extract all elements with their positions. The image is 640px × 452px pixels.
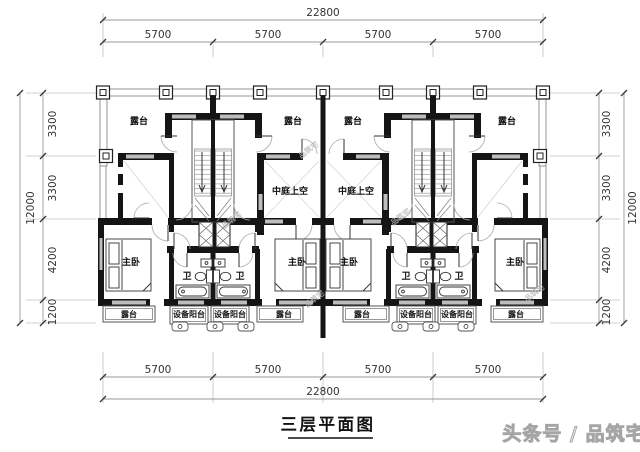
room-label-bath-4: 卫 (454, 271, 463, 282)
dim-right-seg-3: 4200 (601, 247, 613, 274)
room-label-bath-2: 卫 (235, 271, 244, 282)
room-label-terrace-bottom-1: 露台 (121, 309, 137, 319)
dim-left-seg-1: 3300 (47, 111, 59, 138)
room-label-terrace-top-3: 露台 (344, 115, 362, 127)
staircase-right (411, 119, 455, 223)
dim-bottom-total: 22800 (306, 386, 339, 398)
dim-right-seg-2: 3300 (601, 175, 613, 202)
room-label-master-4: 主卧 (506, 256, 524, 268)
room-label-terrace-bottom-2: 露台 (276, 309, 292, 319)
dim-bottom-seg-3: 5700 (365, 364, 392, 376)
dim-left-seg-4: 1200 (47, 299, 59, 326)
dim-top-seg-2: 5700 (255, 29, 282, 41)
room-label-bath-3: 卫 (401, 271, 410, 282)
ac-condenser-marks (171, 321, 475, 332)
dim-bottom-seg-2: 5700 (255, 364, 282, 376)
shaft-cross-hatch (198, 221, 448, 248)
room-label-atrium-2: 中庭上空 (338, 185, 374, 197)
balcony-railings (102, 305, 544, 325)
dim-left-total: 12000 (25, 191, 37, 224)
wall-openings (118, 167, 528, 306)
room-label-master-1: 主卧 (122, 256, 140, 268)
shaft-boxes (198, 221, 448, 248)
room-label-terrace-top-1: 露台 (130, 115, 148, 127)
drawing-title: 三层平面图 (281, 415, 376, 434)
room-label-bath-1: 卫 (182, 271, 191, 282)
dim-right-seg-1: 3300 (601, 111, 613, 138)
room-label-equip-balcony-3: 设备阳台 (400, 309, 432, 319)
dim-left-seg-3: 4200 (47, 247, 59, 274)
dim-left-seg-2: 3300 (47, 175, 59, 202)
window-fills (99, 114, 547, 305)
dim-top-total: 22800 (306, 7, 339, 19)
room-label-terrace-bottom-4: 露台 (508, 309, 524, 319)
room-label-terrace-top-2: 露台 (284, 115, 302, 127)
dim-top-seg-4: 5700 (475, 29, 502, 41)
room-label-master-2: 主卧 (288, 256, 306, 268)
room-label-atrium-1: 中庭上空 (272, 185, 308, 197)
room-label-equip-balcony-4: 设备阳台 (441, 309, 473, 319)
brand-watermark: 头条号 / 品筑宅 (502, 422, 640, 445)
room-label-terrace-top-4: 露台 (498, 115, 516, 127)
dimension-ticks (16, 16, 628, 403)
dim-top-seg-1: 5700 (145, 29, 172, 41)
dim-right-seg-4: 1200 (601, 299, 613, 326)
room-label-equip-balcony-2: 设备阳台 (214, 309, 246, 319)
stamp-watermark-1: 品筑宅 (296, 138, 320, 160)
staircase-left (191, 119, 235, 223)
room-label-master-3: 主卧 (340, 256, 358, 268)
room-label-equip-balcony-1: 设备阳台 (173, 309, 205, 319)
door-arcs (133, 135, 513, 268)
dim-right-total: 12000 (627, 191, 639, 224)
beds (105, 238, 541, 292)
dimension-lines (19, 19, 625, 400)
dim-bottom-seg-1: 5700 (145, 364, 172, 376)
bath-fixtures (175, 258, 471, 299)
void-diagonal-lines (123, 160, 523, 218)
dim-top-seg-3: 5700 (365, 29, 392, 41)
walls (98, 96, 548, 338)
dim-bottom-seg-4: 5700 (475, 364, 502, 376)
room-label-terrace-bottom-3: 露台 (354, 309, 370, 319)
